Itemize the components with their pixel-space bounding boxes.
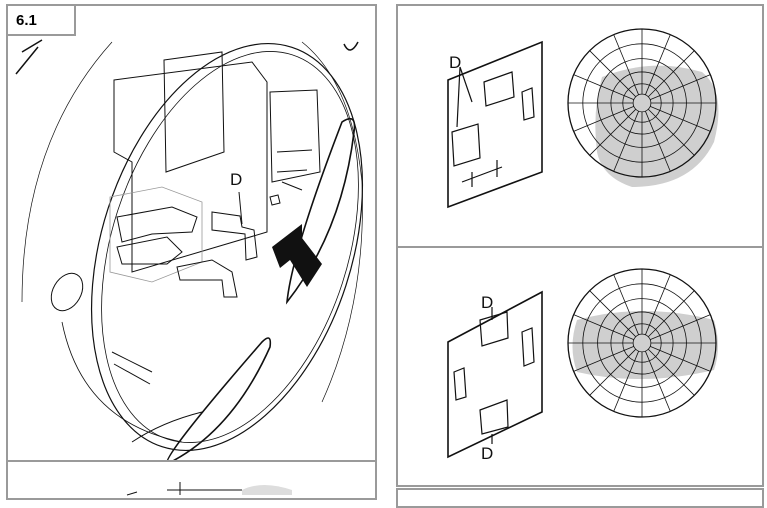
polar-spoke [589,50,637,98]
coverage-polar-chart-b [567,268,718,418]
polar-spoke [650,106,711,132]
polar-spoke [613,351,639,412]
step-label: 6.1 [8,6,76,36]
option-panel-a: D [396,4,764,248]
polar-spoke [573,106,634,132]
polar-spoke [645,34,671,95]
callout-d-top: D [481,293,493,312]
polar-spoke [650,314,711,340]
option-panel-b: D D [396,246,764,487]
callout-d-bottom: D [481,444,493,463]
polar-spoke [650,74,711,100]
charger-mounting-illustration: D [15,39,364,464]
polar-spoke [647,108,695,156]
polar-spoke [589,348,637,396]
option-panel-c [396,488,764,508]
callout-d: D [449,53,461,72]
polar-spoke [613,274,639,335]
polar-spoke [647,348,695,396]
insert-arrow-icon [272,224,322,287]
partial-illustration [126,482,292,496]
coverage-polar-chart-a [567,28,719,187]
polar-spoke [573,74,634,100]
callout-d: D [230,170,242,189]
polar-spoke [647,50,695,98]
polar-spoke [647,290,695,338]
polar-spoke [589,108,637,156]
polar-spoke [645,274,671,335]
polar-spoke [613,34,639,95]
main-illustration-panel: 6.1 D [6,4,377,464]
polar-spoke [645,351,671,412]
polar-spoke [573,314,634,340]
detail-panel-bottom-left [6,460,377,500]
bracket-orientation-a: D [447,28,719,209]
polar-spoke [573,346,634,372]
polar-spoke [589,290,637,338]
polar-spoke [645,111,671,172]
polar-spoke [650,346,711,372]
bracket-orientation-b: D D [447,268,718,463]
polar-spoke [613,111,639,172]
